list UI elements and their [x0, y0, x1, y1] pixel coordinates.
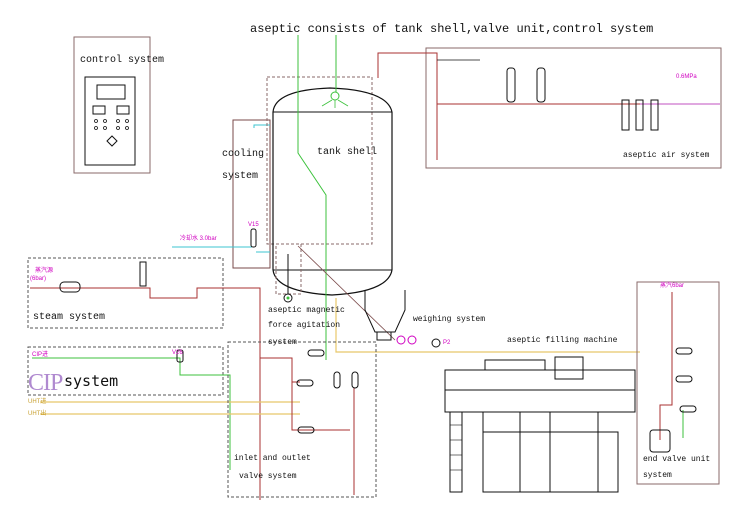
- product-line: [335, 298, 640, 353]
- label-agitation-2: force agitation: [268, 321, 341, 330]
- tank-shell: [266, 35, 396, 360]
- label-control-system: control system: [80, 55, 165, 66]
- cooling-valve: [250, 228, 257, 248]
- end-tank: [649, 429, 671, 453]
- tag-air-pressure: 0.6MPa: [676, 74, 697, 80]
- pressure-gauge: [431, 338, 441, 348]
- control-system-border: [73, 36, 151, 174]
- cip-system: [27, 346, 300, 470]
- weighing-vessel: [364, 290, 441, 348]
- sterile-filter-1: [621, 99, 630, 131]
- label-aseptic-air: aseptic air system: [623, 151, 710, 160]
- label-cip: CIP: [28, 370, 63, 396]
- steam-system: [27, 257, 261, 500]
- tag-end-unit-supply: 蒸汽6bar: [660, 283, 685, 289]
- cip-valve: [176, 349, 184, 363]
- tag-steam-source: 蒸汽源: [35, 268, 54, 274]
- control-knob: [106, 135, 118, 147]
- tag-uht-hot: UHT进: [28, 399, 47, 405]
- tag-cip-in: CIP进: [32, 352, 49, 358]
- steam-separator: [59, 281, 81, 293]
- tag-cooling-valve: V15: [248, 222, 259, 228]
- label-steam-system: steam system: [33, 312, 106, 323]
- label-agitation-1: aseptic magnetic: [268, 306, 345, 315]
- tag-pressure-gauge: P2: [443, 340, 451, 346]
- control-button-left: [92, 105, 106, 115]
- tag-cooling-supply: 冷却水 3.0bar: [180, 236, 217, 242]
- spray-ball: [330, 91, 340, 101]
- inlet-outlet-valve-system: [227, 341, 377, 498]
- cip-feed-line: [297, 35, 327, 360]
- cooling-system: [172, 119, 271, 269]
- control-system-panel: [73, 36, 151, 174]
- control-indicator-dots: [94, 119, 129, 130]
- steam-filter: [139, 261, 147, 287]
- control-cabinet: [84, 76, 136, 166]
- label-inlet-2: valve system: [239, 472, 297, 481]
- label-cooling-1: cooling: [222, 149, 265, 160]
- tag-uht-cold: UHT出: [28, 411, 47, 417]
- air-filter-1: [506, 67, 516, 103]
- aseptic-air-system: [377, 47, 722, 169]
- tag-cip-valve: V26: [172, 350, 183, 356]
- ladder: [449, 411, 463, 493]
- cooling-system-border: [232, 119, 271, 269]
- sterile-filter-2: [635, 99, 644, 131]
- diagram-title: aseptic consists of tank shell,valve uni…: [250, 22, 654, 36]
- label-end-valve-1: end valve unit: [643, 455, 711, 464]
- end-valve-unit: [636, 281, 720, 485]
- control-display: [96, 84, 126, 100]
- label-tank-shell: tank shell: [317, 147, 378, 158]
- control-button-right: [116, 105, 130, 115]
- label-weighing: weighing system: [413, 315, 486, 324]
- sterile-filter-3: [650, 99, 659, 131]
- load-cell-2: [407, 335, 417, 345]
- aseptic-filling-machine: [444, 356, 636, 493]
- label-cooling-2: system: [222, 171, 259, 182]
- air-filter-2: [536, 67, 546, 103]
- label-end-valve-2: system: [643, 471, 672, 480]
- label-cip-system: system: [64, 372, 119, 390]
- tag-steam-pressure: (6bar): [30, 276, 47, 282]
- label-filling-machine: aseptic filling machine: [507, 336, 618, 345]
- label-agitation-3: system: [268, 338, 297, 347]
- label-inlet-1: inlet and outlet: [234, 454, 311, 463]
- load-cell-1: [396, 335, 406, 345]
